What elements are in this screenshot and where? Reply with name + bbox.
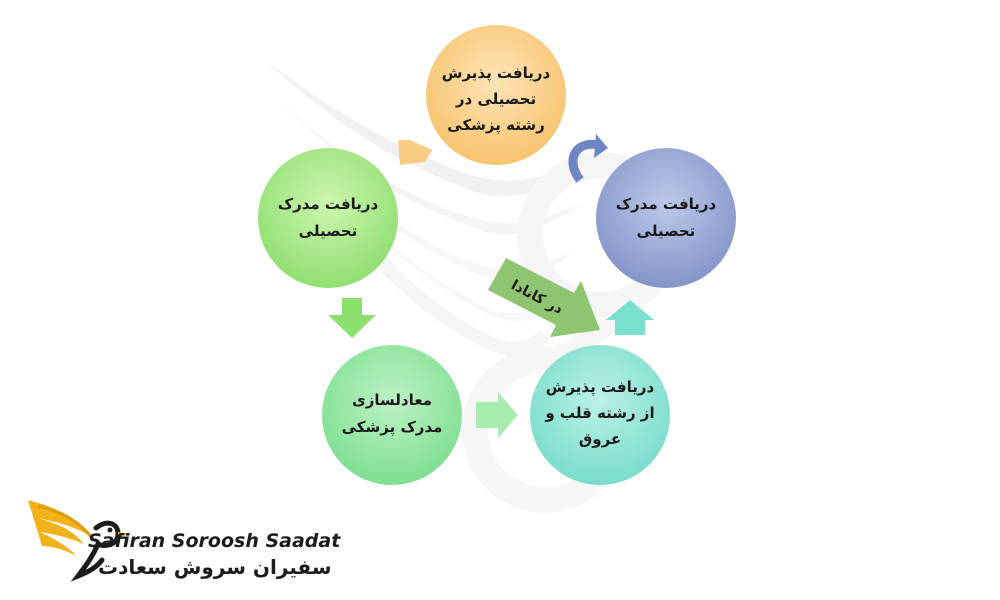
svg-text:رشته پزشکی: رشته پزشکی (447, 116, 544, 135)
arrow-right-to-top (568, 139, 601, 183)
svg-text:تحصیلی: تحصیلی (299, 222, 358, 240)
svg-text:از رشته قلب و: از رشته قلب و (544, 404, 654, 422)
node-left: دریافت مدرک تحصیلی (258, 148, 398, 288)
svg-text:عروق: عروق (579, 430, 621, 448)
svg-text:دریافت پذیرش: دریافت پذیرش (442, 64, 551, 83)
svg-text:دریافت مدرک: دریافت مدرک (278, 195, 379, 213)
svg-text:تحصیلی: تحصیلی (637, 222, 696, 240)
arrow-right-to-top-head (594, 134, 608, 158)
arrow-top-to-left (398, 140, 432, 165)
node-top: دریافت پذیرش تحصیلی در رشته پزشکی (426, 25, 566, 165)
svg-text:دریافت پذیرش: دریافت پذیرش (546, 378, 655, 397)
node-right: دریافت مدرک تحصیلی (596, 148, 736, 288)
node-bottom-left: معادلسازی مدرک پزشکی (322, 345, 462, 485)
svg-text:معادلسازی: معادلسازی (352, 391, 432, 409)
svg-text:تحصیلی در: تحصیلی در (455, 90, 536, 108)
brand-name-persian: سفیران سروش سعادت (98, 555, 332, 579)
arrow-left-to-bottom-left (328, 298, 376, 338)
svg-text:مدرک پزشکی: مدرک پزشکی (342, 418, 443, 437)
eagle-logo-icon (28, 500, 128, 582)
svg-text:دریافت مدرک: دریافت مدرک (616, 195, 717, 213)
node-bottom-right: دریافت پذیرش از رشته قلب و عروق (530, 345, 670, 485)
arrow-bottom-left-to-bottom-right (476, 392, 518, 438)
arrow-bottom-right-to-right (606, 300, 654, 335)
brand-name-english: Safiran Soroosh Saadat (88, 530, 341, 552)
